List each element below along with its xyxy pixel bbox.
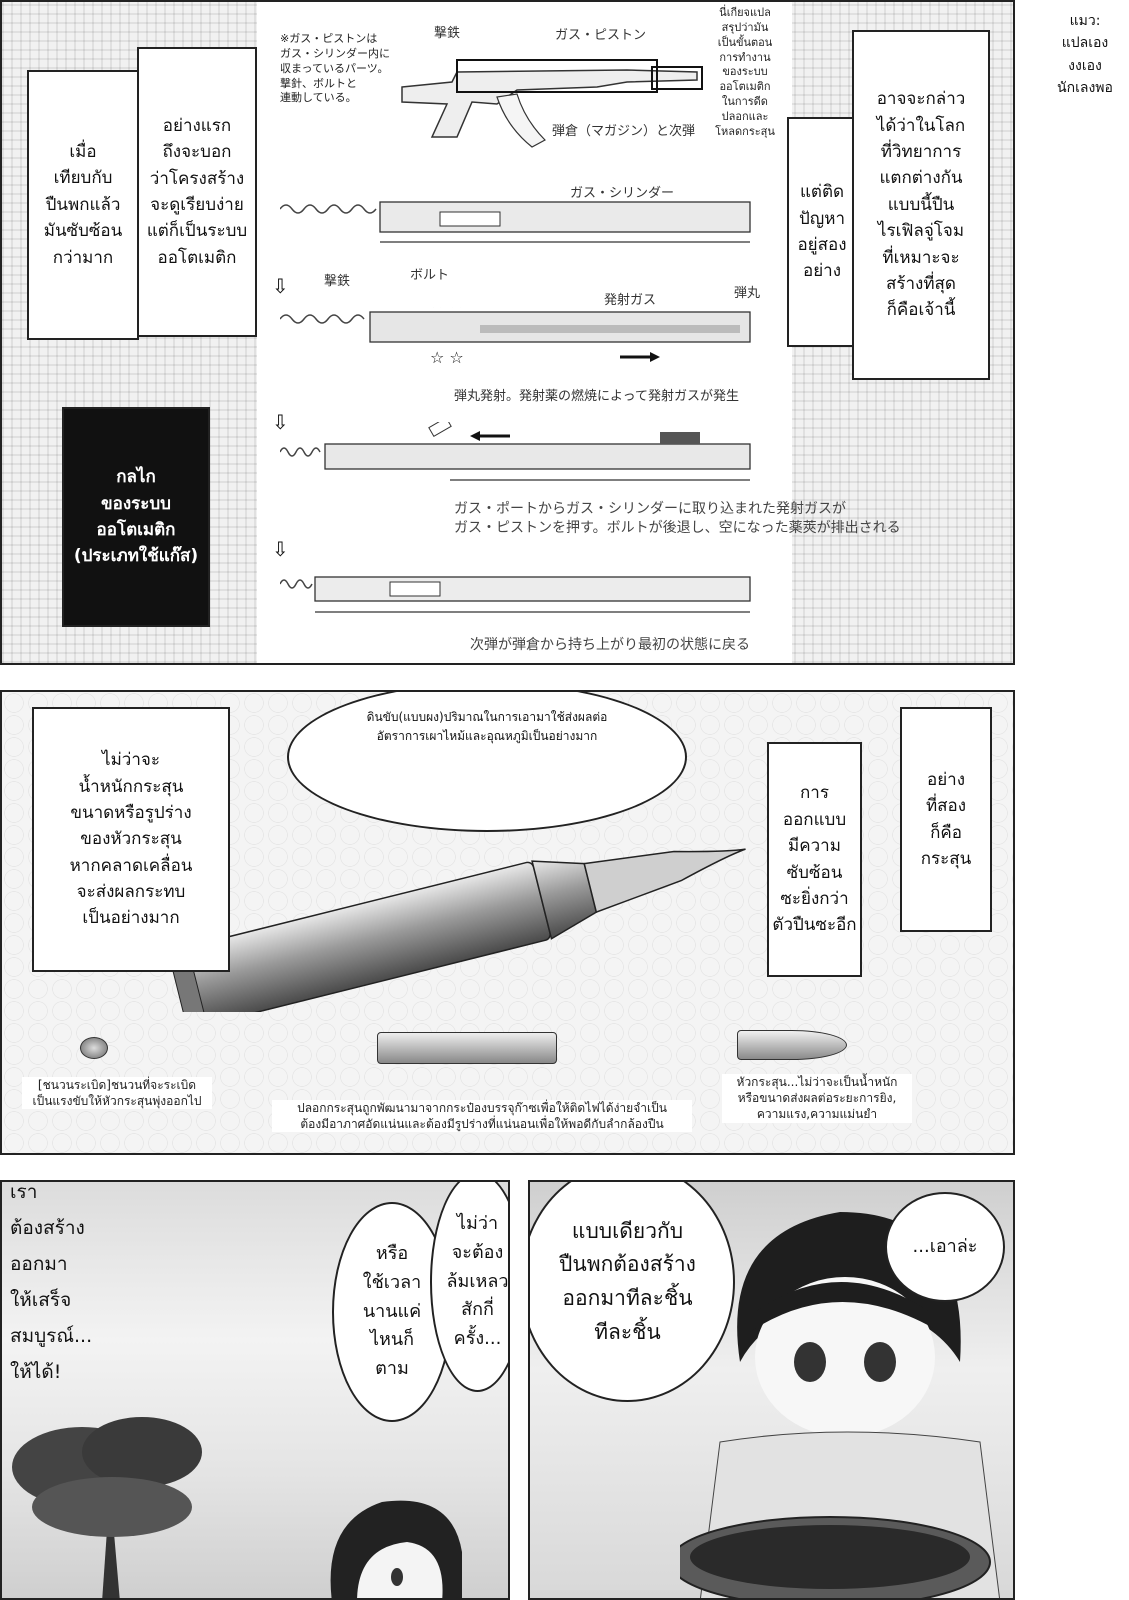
text-box-mid: การ ออกแบบ มีความ ซับซ้อน ซะยิ่งกว่า ตัว… [767, 742, 862, 977]
primer-illustration [80, 1037, 108, 1059]
speech-bubble-small: ...เอาล่ะ [885, 1192, 1005, 1302]
mechanism-step0 [280, 201, 751, 243]
svg-text:☆ ☆: ☆ ☆ [430, 348, 464, 367]
mechanism-step2 [280, 422, 751, 481]
panel-boy-working: แบบเดียวกับ ปืนพกต้องสร้าง ออกมาทีละชิ้น… [528, 1180, 1015, 1600]
step3-text: 次弾が弾倉から持ち上がり最初の状態に戻る [470, 637, 750, 653]
translator-note: แมว: แปลเอง งงเอง นักเลงพอ [1057, 13, 1113, 97]
label-hammer-2: 撃鉄 [324, 274, 351, 289]
text-box-right-a: แต่ติด ปัญหา อยู่สอง อย่าง [787, 117, 857, 347]
dark-caption-box: กลไก ของระบบ ออโตเมติก (ประเภทใช้แก๊ส) [62, 407, 210, 627]
left-narration: เรา ต้องสร้าง ออกมา ให้เสร็จ สมบูรณ์... … [10, 1181, 93, 1384]
bullet-head-illustration [737, 1030, 847, 1060]
translator-small-note: นี่เกียจแปล สรุปว่ามัน เป็นขั้นตอน การทำ… [710, 6, 780, 140]
down-arrow-icon: ⇩ [272, 537, 289, 561]
label-magazine: 弾倉（マガジン）と次弾 [552, 124, 696, 139]
label-hammer: 撃鉄 [434, 26, 461, 41]
boy-illustration [330, 1500, 462, 1598]
down-arrow-icon: ⇩ [272, 274, 289, 298]
text-box-left: ไม่ว่าจะ น้ำหนักกระสุน ขนาดหรือรูปร่าง ข… [32, 707, 230, 972]
panel-cartridge: ดินขับ(แบบผง)ปริมาณในการเอามาใช้ส่งผลต่อ… [0, 690, 1015, 1155]
svg-text:☆ ☆: ☆ ☆ [430, 307, 464, 311]
tree-illustration [12, 1417, 202, 1598]
bullet-head-caption: หัวกระสุน...ไม่ว่าจะเป็นน้ำหนัก หรือขนาด… [722, 1074, 912, 1123]
case-caption: ปลอกกระสุนถูกพัฒนามาจากกระป๋องบรรจุก๊าซเ… [272, 1100, 692, 1133]
step2-text: ガス・ポートからガス・シリンダーに取り込まれた発射ガスが ガス・ピストンを押す。… [454, 501, 901, 536]
text-box-left-a: เมื่อ เทียบกับ ปืนพกแล้ว มันซับซ้อน กว่า… [27, 70, 139, 340]
panel-mechanism: 撃鉄 ガス・ピストン 弾倉（マガジン）と次弾 ※ガス・ピストンは ガス・シリンダ… [0, 0, 1015, 665]
text-box-right-b: อาจจะกล่าว ได้ว่าในโลก ที่วิทยาการ แตกต่… [852, 30, 990, 380]
label-gas-cylinder: ガス・シリンダー [570, 186, 675, 201]
step1-text: 弾丸発射。発射薬の燃焼によって発射ガスが発生 [454, 389, 739, 404]
label-firing-gas: 発射ガス [604, 293, 657, 308]
mechanism-step1: ☆ ☆ ☆ ☆ [280, 307, 751, 367]
jp-piston-note: ※ガス・ピストンは ガス・シリンダー内に 収まっているパーツ。 撃針、ボルトと … [280, 32, 390, 105]
mechanism-step3 [280, 576, 751, 613]
speech-bubble-main: แบบเดียวกับ ปืนพกต้องสร้าง ออกมาทีละชิ้น… [530, 1182, 735, 1402]
label-bolt: ボルト [410, 268, 450, 283]
label-bullet: 弾丸 [734, 286, 761, 301]
powder-caption-bubble: ดินขับ(แบบผง)ปริมาณในการเอามาใช้ส่งผลต่อ… [287, 692, 687, 832]
primer-caption: [ชนวนระเบิด]ชนวนที่จะระเบิด เป็นแรงขับให… [22, 1077, 212, 1110]
rifle-illustration [401, 59, 703, 148]
speech-bubble-b: ไม่ว่า จะต้อง ล้มเหลว สักกี่ ครั้ง... [430, 1182, 508, 1392]
cartridge-illustration [167, 848, 746, 1012]
down-arrow-icon: ⇩ [272, 410, 289, 434]
text-box-right: อย่าง ที่สอง ก็คือ กระสุน [900, 707, 992, 932]
label-gas-piston: ガス・ピストン [555, 28, 647, 43]
case-illustration [377, 1032, 557, 1064]
panel-boy-resolve: เรา ต้องสร้าง ออกมา ให้เสร็จ สมบูรณ์... … [0, 1180, 510, 1600]
text-box-left-b: อย่างแรก ถึงจะบอก ว่าโครงสร้าง จะดูเรียบ… [137, 47, 257, 337]
